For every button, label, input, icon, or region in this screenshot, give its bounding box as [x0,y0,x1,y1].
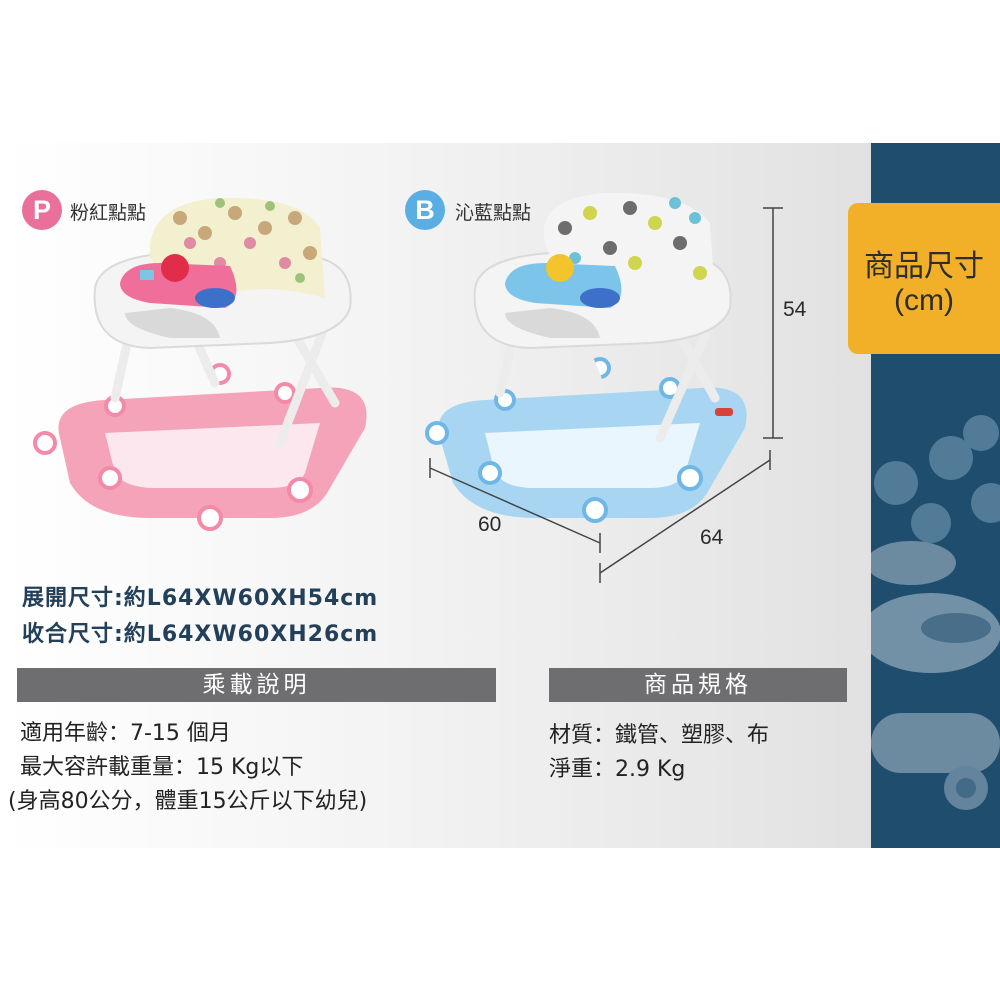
product-panel: 商品尺寸 (cm) P 粉紅點點 [0,143,1000,848]
dim-height: 54 [783,298,807,321]
pink-walker-image [33,197,367,531]
ride-info-note: (身高80公分，體重15公斤以下幼兒) [8,789,368,814]
spec-material: 材質：鐵管、塑膠、布 [549,723,770,748]
size-tag-unit: (cm) [894,284,954,317]
walker-closeup-image [871,415,1000,810]
blue-variant-label: 沁藍點點 [455,202,532,224]
folded-size-spec: 收合尺寸:約L64XW60XH26cm [22,622,379,647]
pink-variant-badge: P [22,190,62,230]
dimension-lines [429,207,783,583]
product-spec-header: 商品規格 [549,668,847,702]
open-size-spec: 展開尺寸:約L64XW60XH54cm [22,586,379,611]
dim-width: 60 [478,513,502,536]
ride-info-header: 乘載說明 [17,668,496,702]
spec-weight: 淨重：2.9 Kg [549,757,686,782]
pink-variant-label: 粉紅點點 [70,202,147,224]
blue-variant-badge: B [405,190,445,230]
dim-length: 64 [700,526,724,549]
ride-info-max-load: 最大容許載重量：15 Kg以下 [20,755,304,780]
size-tag-title: 商品尺寸 [864,250,984,283]
blue-walker-image [425,192,747,523]
size-tag: 商品尺寸 (cm) [848,203,1000,354]
ride-info-age: 適用年齡：7-15 個月 [20,721,231,746]
